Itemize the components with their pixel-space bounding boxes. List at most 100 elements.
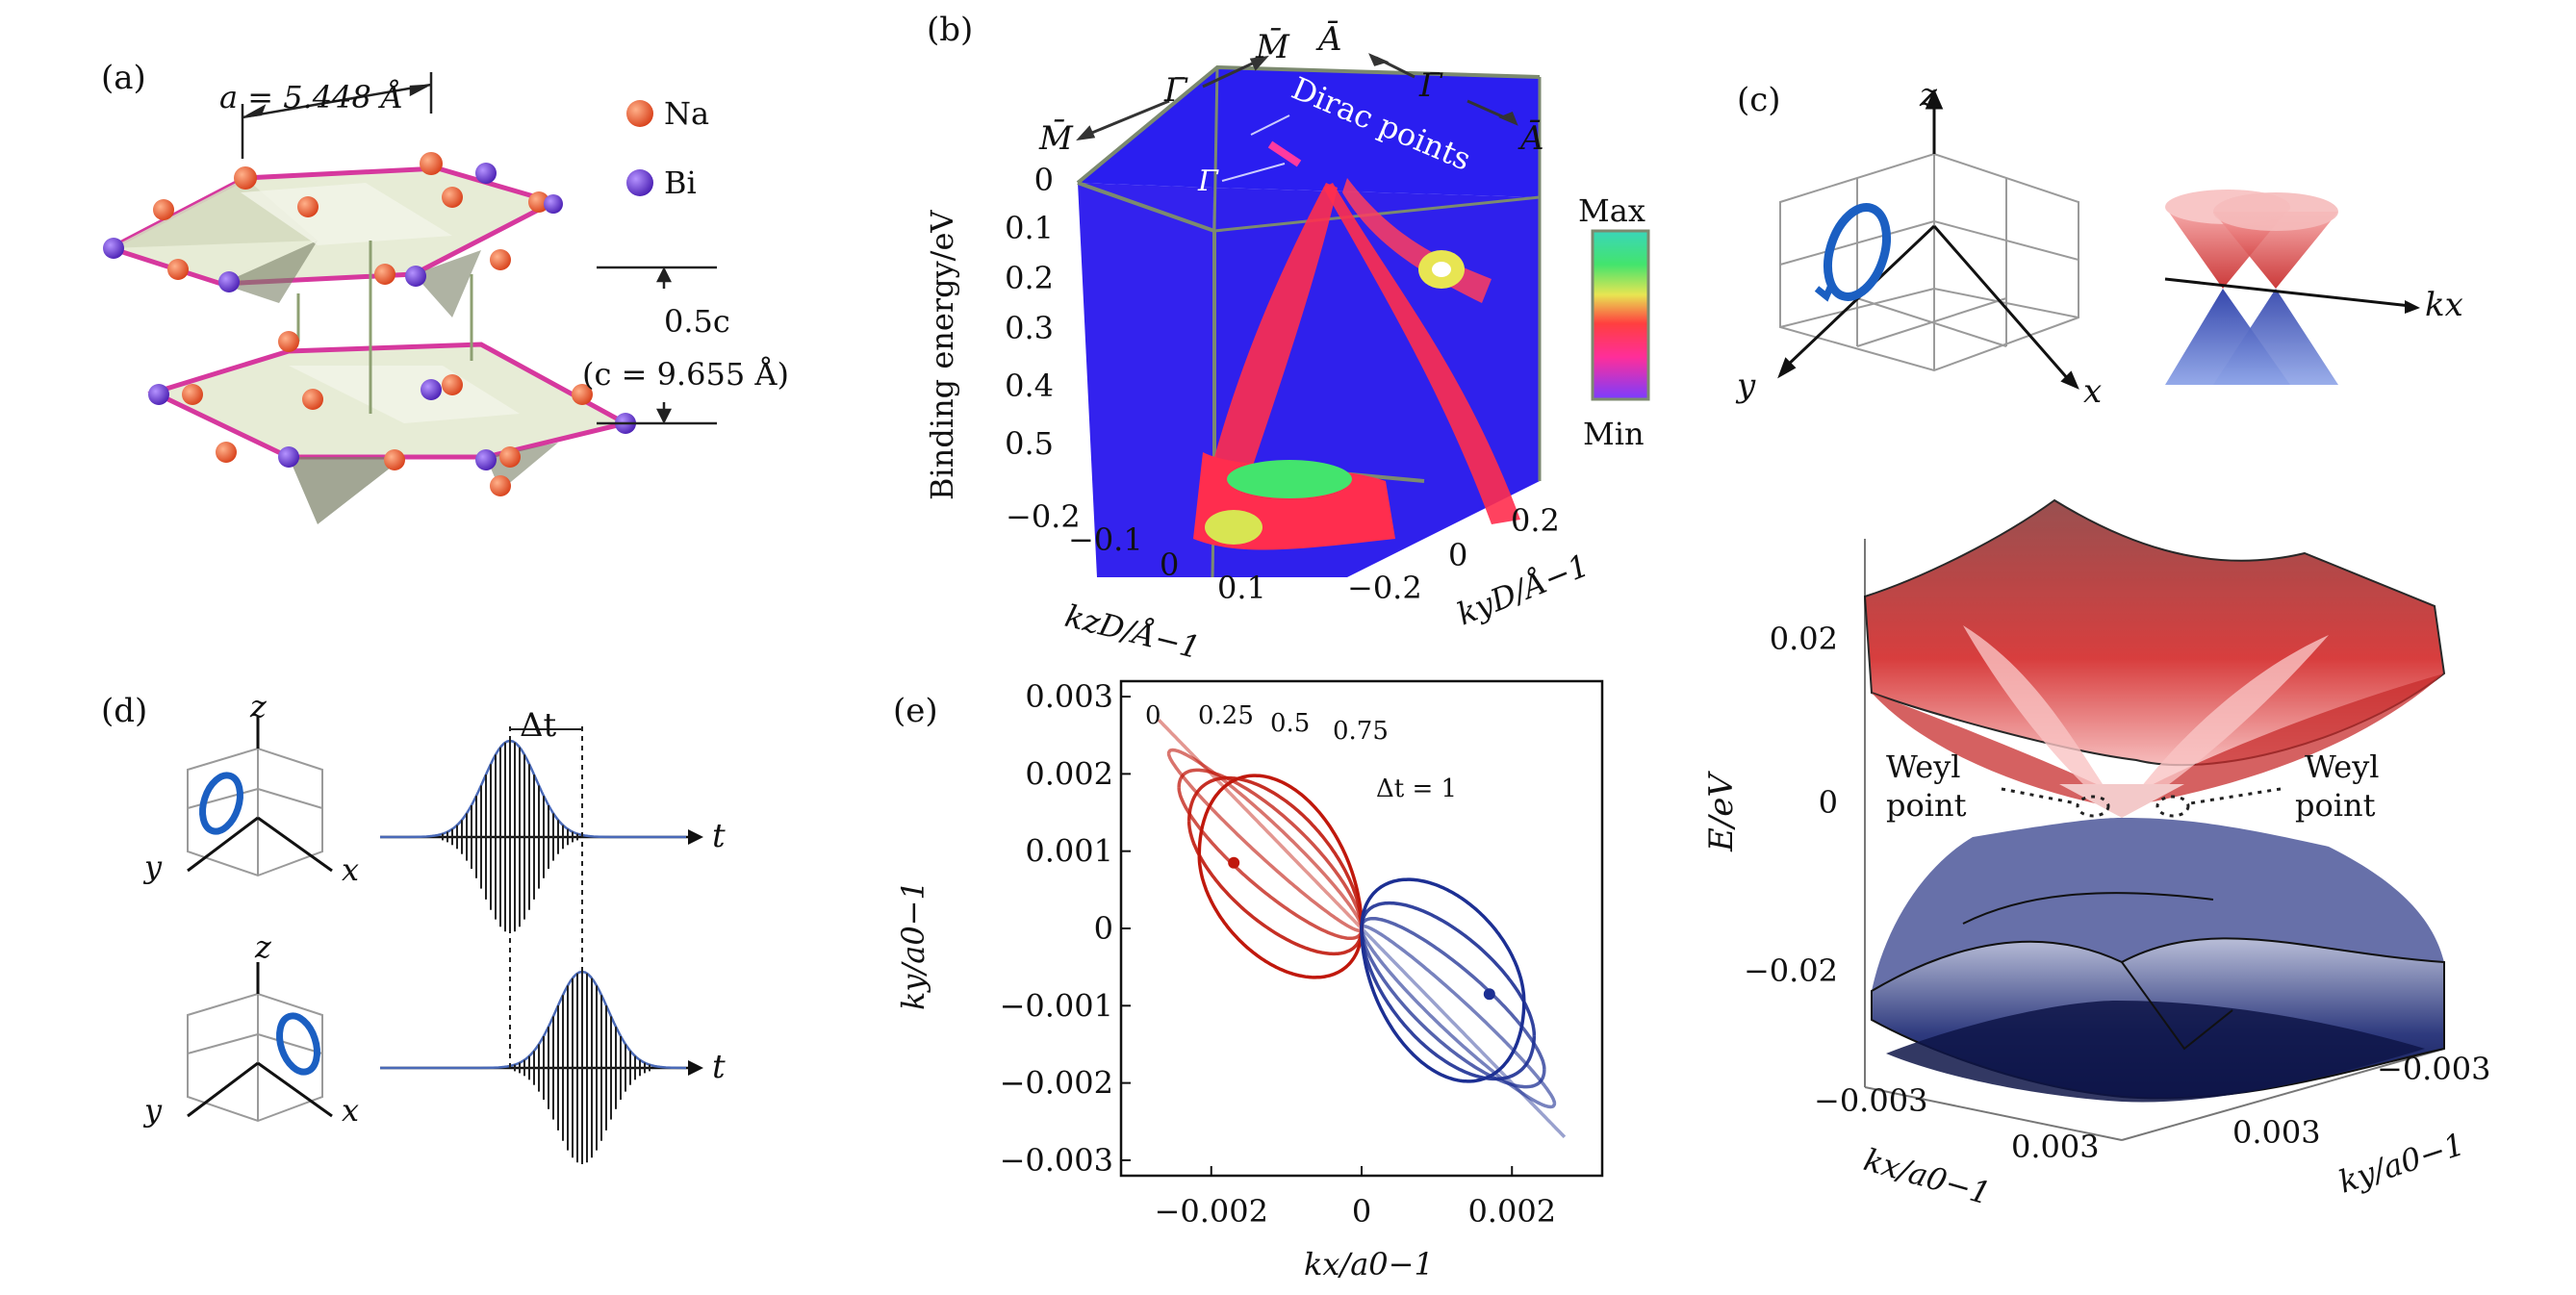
- pulse-bottom: [380, 970, 703, 1164]
- c-ytick: −0.02: [1744, 952, 1838, 989]
- b-ytick: 0.5: [1005, 425, 1054, 462]
- b-ky-tick: 0: [1448, 537, 1467, 573]
- dt-label: Δt: [520, 706, 557, 745]
- e-curves: [1157, 718, 1567, 1139]
- e-trajectory-upper: [1157, 718, 1364, 930]
- d-axis-y-top: y: [142, 849, 163, 885]
- b-ytick: 0.4: [1005, 368, 1054, 404]
- e-ytick-label: 0.002: [1025, 755, 1113, 792]
- connectors: [296, 241, 473, 414]
- c-kx-ticks: −0.003 0.003: [1814, 1082, 2100, 1165]
- b-ytick: 0.3: [1005, 310, 1054, 346]
- top-label-gamma1: Γ̄: [1163, 71, 1188, 110]
- b-ytick: 0.2: [1005, 260, 1054, 296]
- e-trajectory-lower: [1360, 928, 1557, 1109]
- c-cone-axis: kx: [2425, 286, 2463, 324]
- bi-atoms: [103, 163, 636, 470]
- c-ytick: 0: [1819, 784, 1838, 821]
- e-xtick-label: −0.002: [1155, 1193, 1268, 1230]
- gamma-pointer: [1221, 114, 1290, 182]
- e-series-label: 0.25: [1198, 701, 1254, 730]
- panel-a: (a) a = 5.448 Å: [101, 59, 789, 524]
- b-kz-ticks: −0.2 −0.1 0 0.1: [1006, 498, 1266, 606]
- legend-bi-marker: [626, 169, 653, 196]
- b-kz-tick: 0.1: [1217, 570, 1266, 606]
- polarization-icon-bottom: [276, 1012, 320, 1076]
- c-ky-tick: 0.003: [2232, 1114, 2321, 1151]
- e-xlabel: kx/a0−1: [1304, 1246, 1434, 1282]
- e-marker: [1483, 988, 1495, 1001]
- c-axis-y: y: [1735, 367, 1756, 405]
- b-ky-tick: −0.2: [1347, 570, 1422, 606]
- weyl-right-line2: point: [2295, 787, 2376, 824]
- e-trajectory-lower: [1360, 916, 1546, 1070]
- b-ky-ticks: −0.2 0 0.2: [1347, 502, 1560, 606]
- legend-na-label: Na: [664, 95, 709, 132]
- e-trajectory-upper: [1177, 787, 1364, 941]
- lattice-constant-arrow: [241, 72, 433, 159]
- crystal-upper-layer: [104, 165, 560, 317]
- weyl-cones-icon: [2164, 190, 2420, 385]
- e-ylabel: ky/a0−1: [895, 880, 931, 1010]
- c-ky-ticks: −0.003 0.003: [2232, 1051, 2490, 1151]
- b-colorbar-min: Min: [1583, 416, 1645, 452]
- c-axis-arrows: [1777, 89, 2079, 390]
- atom-legend: Na Bi: [626, 95, 709, 201]
- b-kz-label: kzD/Å−1: [1061, 597, 1204, 666]
- top-label-gamma2: Γ̄: [1418, 66, 1443, 105]
- b-ytick: 0.1: [1005, 210, 1054, 246]
- crystal-lower-layer: [147, 342, 632, 524]
- b-ylabel: Binding energy/eV: [924, 210, 960, 500]
- panel-b: (b): [924, 11, 1650, 666]
- top-label-m1: M̄: [1038, 118, 1074, 158]
- top-label-a2: Ā: [1518, 119, 1544, 158]
- e-trajectory-lower: [1360, 925, 1557, 1104]
- c-axes-box: [1779, 152, 2079, 372]
- b-ky-tick: 0.2: [1511, 502, 1560, 539]
- circular-polarization-icon: [1824, 203, 1891, 301]
- e-trajectory-lower: [1360, 927, 1567, 1139]
- e-ytick-label: 0.003: [1025, 678, 1113, 715]
- top-label-m2: M̄: [1255, 27, 1290, 66]
- e-trajectory-upper: [1186, 775, 1364, 928]
- e-ytick-label: −0.001: [1000, 987, 1113, 1024]
- e-trajectory-lower: [1360, 928, 1526, 1083]
- c-kx-tick: 0.003: [2011, 1129, 2100, 1165]
- e-xtick-label: 0.002: [1467, 1193, 1556, 1230]
- panel-d: (d) z y x z y x: [101, 688, 726, 1164]
- e-series-label: 0.5: [1270, 709, 1310, 738]
- e-series-label: 0: [1145, 701, 1161, 730]
- d-axis-z-top: z: [249, 688, 268, 724]
- d-axis-y-bottom: y: [142, 1092, 163, 1129]
- c-yticks: 0.02 0 −0.02: [1744, 621, 1838, 989]
- c-ky-label: ky/a0−1: [2334, 1126, 2469, 1201]
- e-trajectory-lower: [1360, 928, 1546, 1089]
- e-marker: [1228, 856, 1240, 869]
- panel-d-label: (d): [101, 692, 147, 730]
- panel-a-label: (a): [101, 59, 146, 97]
- e-ytick-label: −0.003: [1000, 1142, 1113, 1179]
- c-dimension: [597, 266, 717, 425]
- b-yticks: 0 0.1 0.2 0.3 0.4 0.5: [1005, 162, 1054, 462]
- c-axis-x: x: [2083, 372, 2102, 411]
- b-ytick: 0: [1034, 162, 1054, 198]
- e-xtick-label: 0: [1352, 1193, 1371, 1230]
- c-value-label: (c = 9.655 Å): [582, 356, 789, 393]
- panel-e-label: (e): [893, 692, 938, 730]
- time-delay-marker: [509, 726, 583, 1068]
- legend-bi-label: Bi: [664, 165, 697, 201]
- b-colorbar: [1591, 229, 1650, 401]
- top-label-a1: Ā: [1315, 20, 1342, 59]
- e-ytick-label: −0.002: [1000, 1065, 1113, 1102]
- e-trajectory-lower: [1360, 877, 1526, 1002]
- b-kz-tick: −0.2: [1006, 498, 1081, 535]
- e-series-labels: 0 0.25 0.5 0.75 Δt = 1: [1145, 701, 1457, 803]
- e-trajectory-upper: [1177, 768, 1364, 928]
- d-axis-z-bottom: z: [254, 928, 272, 965]
- d-axis-x-top: x: [342, 851, 359, 888]
- e-trajectory-lower: [1360, 928, 1537, 1081]
- e-ytick-label: 0: [1094, 910, 1113, 947]
- top-direction-arrows: [1076, 53, 1518, 141]
- e-series-label: Δt = 1: [1376, 774, 1457, 803]
- e-trajectory-upper: [1197, 855, 1364, 979]
